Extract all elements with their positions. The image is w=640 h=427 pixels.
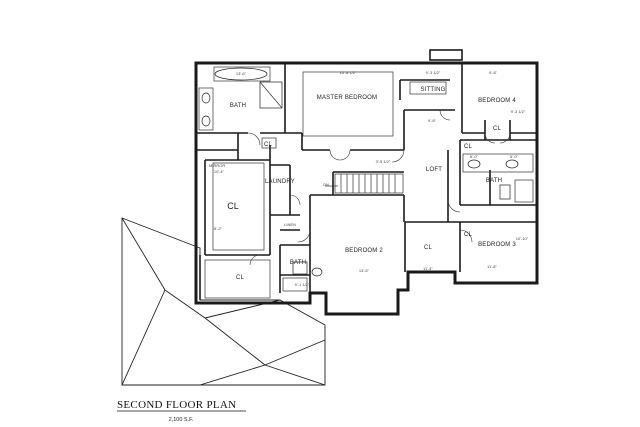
dim-vanity-right: 5'-0" <box>510 154 519 159</box>
dim-bedroom4-width: 9'-8" <box>489 70 498 75</box>
master-closet-label: CL <box>264 142 273 148</box>
stairs <box>325 173 404 194</box>
bath-sink-1 <box>467 159 481 169</box>
dim-master-width: 15'-8 1/2" <box>340 70 357 75</box>
bath-tub-right <box>514 179 534 203</box>
title-block: SECOND FLOOR PLAN 2,100 S.F. <box>117 399 246 423</box>
dim-closet-height: 8'-2" <box>214 226 223 231</box>
bedroom-4-closet-label: CL <box>493 126 502 132</box>
bottom-closet-label: CL <box>236 275 245 281</box>
fixtures <box>198 66 534 299</box>
bedroom-4-label: BEDROOM 4 <box>478 98 516 104</box>
mirror-label: MIRROR <box>209 163 225 168</box>
dimension-labels: 15'-8 1/2" 9'-3 1/2" 9'-8" 9'-3 1/2" 13'… <box>214 70 529 287</box>
dim-vanity-left: 6'-0" <box>470 154 479 159</box>
bedroom-3-label: BEDROOM 3 <box>478 242 516 248</box>
walkin-closet-label: CL <box>227 201 239 211</box>
bath-sink-2 <box>505 159 519 169</box>
doors <box>247 109 511 266</box>
laundry-label: LAUNDRY <box>265 179 295 185</box>
master-bedroom-label: MASTER BEDROOM <box>317 95 377 101</box>
exterior-walls <box>194 61 539 316</box>
stair-down-label: DN <box>323 182 329 187</box>
loft-closet-label: CL <box>464 144 473 150</box>
master-sink-1 <box>201 92 211 104</box>
chimney <box>429 49 463 61</box>
master-bath-label: BATH <box>230 103 246 109</box>
dim-loft-height: 11'-4" <box>423 266 433 271</box>
dim-bedroom4-height: 9'-3 1/2" <box>511 109 526 114</box>
master-sink-2 <box>201 115 211 127</box>
bath-tub-center <box>282 277 308 292</box>
bath-toilet-right <box>499 184 511 200</box>
bedroom-2-label: BEDROOM 2 <box>345 248 383 254</box>
master-tub <box>214 67 268 81</box>
walkin-shelving <box>212 162 265 251</box>
loft-label: LOFT <box>426 167 442 173</box>
master-bedroom-rug <box>302 71 394 137</box>
bedroom-2-closet-label: CL <box>424 245 433 251</box>
plan-area: 2,100 S.F. <box>169 417 194 423</box>
dim-walkin-width: 10'-4" <box>214 169 225 174</box>
dim-bedroom3-height: 10'-10" <box>516 236 529 241</box>
right-bath-label: BATH <box>486 178 502 184</box>
dim-sitting-width: 9'-3 1/2" <box>426 70 441 75</box>
plan-title: SECOND FLOOR PLAN <box>117 399 236 411</box>
bath-sink-center <box>311 267 323 277</box>
dim-tub: 13'-6" <box>236 71 247 76</box>
dim-bedroom2-depth: 9'-1 1/2" <box>295 282 310 287</box>
sitting-label: SITTING <box>420 87 445 93</box>
dim-bedroom3-width: 11'-8" <box>487 264 497 269</box>
linen-label: LINEN <box>284 222 296 227</box>
center-bath-label: BATH <box>290 260 306 266</box>
dim-loft-width: 9'-8" <box>428 118 437 123</box>
bath-toilet-center <box>292 261 308 275</box>
room-labels: MASTER BEDROOM SITTING BATH BEDROOM 4 LO… <box>209 87 516 281</box>
dim-bedroom2-width: 13'-5" <box>359 268 370 273</box>
dim-stair: 3'-5 1/2" <box>376 159 391 164</box>
master-toilet <box>261 137 277 149</box>
bedroom-3-closet-label: CL <box>464 232 473 238</box>
